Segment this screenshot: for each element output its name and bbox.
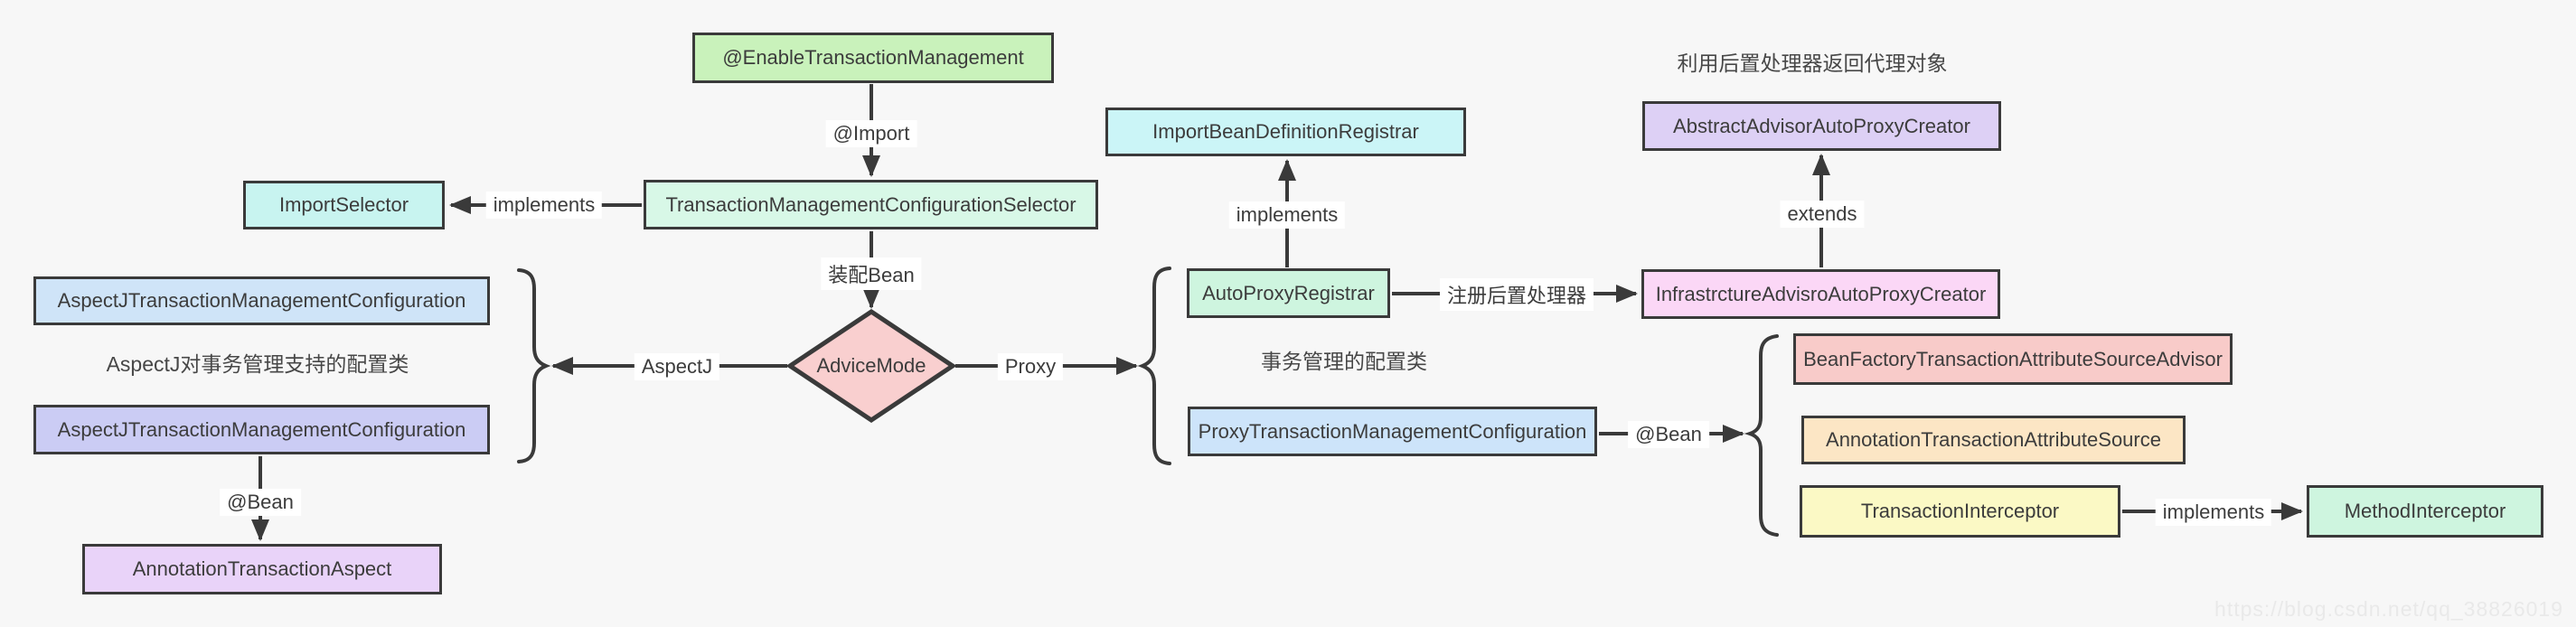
brace-aspectj-group [517,268,551,463]
edge-label-bean-right: @Bean [1628,421,1709,448]
edge-label-assemble-bean: 装配Bean [821,257,922,290]
edge-label-import: @Import [825,120,917,147]
edge-label-proxy: Proxy [997,353,1064,380]
brace-bean-group [1744,334,1779,537]
node-enable-transaction-management: @EnableTransactionManagement [692,33,1054,83]
caption-proxy-creator-note: 利用后置处理器返回代理对象 [1677,51,1948,75]
node-auto-proxy-registrar: AutoProxyRegistrar [1187,268,1390,318]
node-proxy-transaction-management-configuration: ProxyTransactionManagementConfiguration [1188,407,1597,456]
brace-proxy-group [1137,267,1171,465]
node-bean-factory-transaction-attribute-source-advisor: BeanFactoryTransactionAttributeSourceAdv… [1793,333,2233,385]
edge-label-implements-interceptor: implements [2155,499,2272,526]
edge-label-implements-registrar: implements [1228,201,1346,229]
node-aspectj-transaction-management-configuration-2: AspectJTransactionManagementConfiguratio… [33,405,490,454]
node-infrastructure-advisor-auto-proxy-creator: InfrastrctureAdvisroAutoProxyCreator [1641,269,2000,319]
caption-aspectj-group-note: AspectJ对事务管理支持的配置类 [106,352,409,376]
watermark: https://blog.csdn.net/qq_38826019 [2214,597,2563,621]
node-import-bean-definition-registrar: ImportBeanDefinitionRegistrar [1105,108,1466,156]
node-import-selector: ImportSelector [243,181,445,229]
edge-label-extends: extends [1780,201,1865,228]
node-annotation-transaction-attribute-source: AnnotationTransactionAttributeSource [1801,416,2186,464]
node-method-interceptor: MethodInterceptor [2307,485,2543,538]
edge-label-aspectj: AspectJ [634,353,720,380]
edge-label-register-post-processor: 注册后置处理器 [1439,278,1594,311]
node-transaction-management-configuration-selector: TransactionManagementConfigurationSelect… [644,180,1098,229]
advice-mode-diamond [785,308,957,424]
node-transaction-interceptor: TransactionInterceptor [1800,485,2120,538]
edge-label-bean-left: @Bean [220,489,301,516]
node-annotation-transaction-aspect: AnnotationTransactionAspect [82,544,442,594]
edge-label-implements-selector: implements [485,192,603,219]
advice-mode-label: AdviceMode [816,354,926,377]
caption-tx-group-note: 事务管理的配置类 [1261,350,1427,373]
node-abstract-advisor-auto-proxy-creator: AbstractAdvisorAutoProxyCreator [1642,101,2001,151]
node-aspectj-transaction-management-configuration-1: AspectJTransactionManagementConfiguratio… [33,276,490,325]
